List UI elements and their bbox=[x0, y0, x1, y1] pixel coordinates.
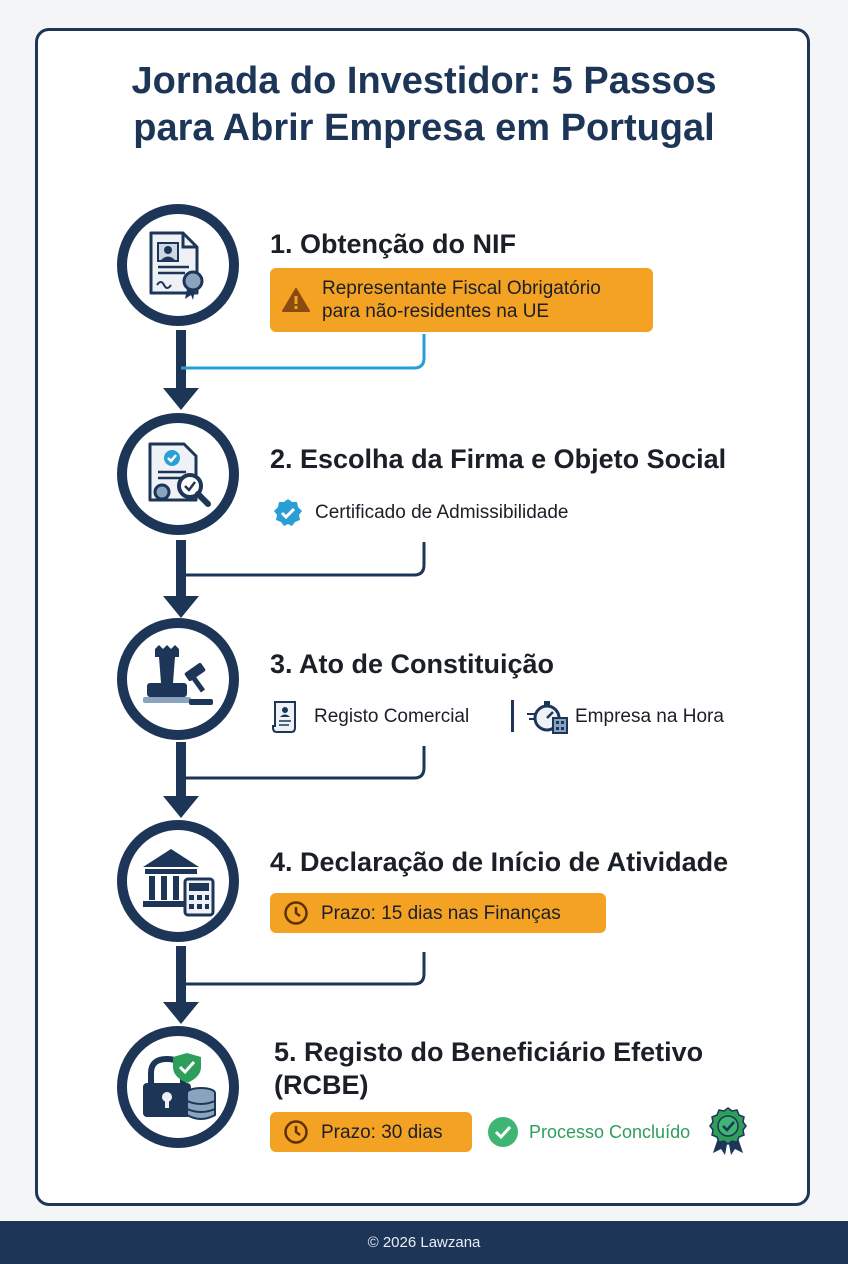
footer: © 2026 Lawzana bbox=[0, 1221, 848, 1264]
step-3-divider bbox=[511, 700, 514, 732]
document-certificate-icon bbox=[149, 231, 204, 300]
step-3-option-1: Registo Comercial bbox=[271, 700, 469, 734]
connector-3-4 bbox=[163, 742, 426, 818]
step-1-note-line-2: para não-residentes na UE bbox=[322, 301, 550, 322]
lock-database-icon bbox=[143, 1053, 216, 1120]
step-2-badge: Certificado de Admissibilidade bbox=[273, 498, 568, 528]
step-5-deadline-label: Prazo: 30 dias bbox=[321, 1121, 443, 1143]
step-5-title-line-2: (RCBE) bbox=[274, 1070, 369, 1100]
step-2-circle bbox=[117, 413, 239, 535]
step-1-circle bbox=[117, 204, 239, 326]
award-ribbon-icon bbox=[709, 1107, 747, 1155]
document-search-icon bbox=[148, 442, 211, 507]
warning-icon bbox=[282, 288, 310, 312]
step-2-title: 2. Escolha da Firma e Objeto Social bbox=[270, 444, 727, 474]
step-1-note-line-1: Representante Fiscal Obrigatório bbox=[322, 278, 601, 299]
step-5-title-line-1: 5. Registo do Beneficiário Efetivo bbox=[274, 1037, 704, 1067]
footer-copyright: © 2026 Lawzana bbox=[367, 1234, 481, 1251]
connector-1-2 bbox=[163, 330, 426, 410]
step-3-circle bbox=[117, 618, 239, 740]
title-line-1: Jornada do Investidor: 5 Passos bbox=[131, 60, 717, 102]
step-4-deadline-label: Prazo: 15 dias nas Finanças bbox=[321, 902, 561, 924]
step-5-deadline: Prazo: 30 dias bbox=[270, 1112, 472, 1152]
step-3-option-2-label: Empresa na Hora bbox=[575, 706, 724, 727]
check-circle-icon bbox=[488, 1117, 518, 1147]
step-2-badge-label: Certificado de Admissibilidade bbox=[315, 502, 569, 523]
stamp-gavel-icon bbox=[143, 645, 213, 705]
step-3-option-1-label: Registo Comercial bbox=[314, 706, 470, 727]
step-4-circle bbox=[117, 820, 239, 942]
step-3-option-2: Empresa na Hora bbox=[527, 700, 724, 734]
title-line-2: para Abrir Empresa em Portugal bbox=[133, 107, 715, 149]
bank-calculator-icon bbox=[143, 849, 215, 917]
step-5-title: 5. Registo do Beneficiário Efetivo (RCBE… bbox=[274, 1036, 703, 1102]
clock-icon bbox=[284, 1120, 308, 1144]
scroll-document-icon bbox=[272, 701, 296, 733]
step-1-warning-note: Representante Fiscal Obrigatório para nã… bbox=[270, 268, 653, 332]
verified-check-icon bbox=[274, 499, 302, 526]
step-5-status: Processo Concluído bbox=[487, 1116, 690, 1148]
step-4-deadline: Prazo: 15 dias nas Finanças bbox=[270, 893, 606, 933]
page-title: Jornada do Investidor: 5 Passos para Abr… bbox=[0, 58, 848, 152]
stopwatch-building-icon bbox=[527, 701, 568, 734]
step-4-title: 4. Declaração de Início de Atividade bbox=[270, 847, 729, 877]
step-5-status-label: Processo Concluído bbox=[529, 1121, 691, 1142]
step-5-circle bbox=[117, 1026, 239, 1148]
clock-icon bbox=[284, 901, 308, 925]
step-1-title: 1. Obtenção do NIF bbox=[270, 229, 517, 259]
step-3-title: 3. Ato de Constituição bbox=[270, 649, 555, 679]
connector-2-3 bbox=[163, 540, 426, 618]
connector-4-5 bbox=[163, 946, 426, 1024]
